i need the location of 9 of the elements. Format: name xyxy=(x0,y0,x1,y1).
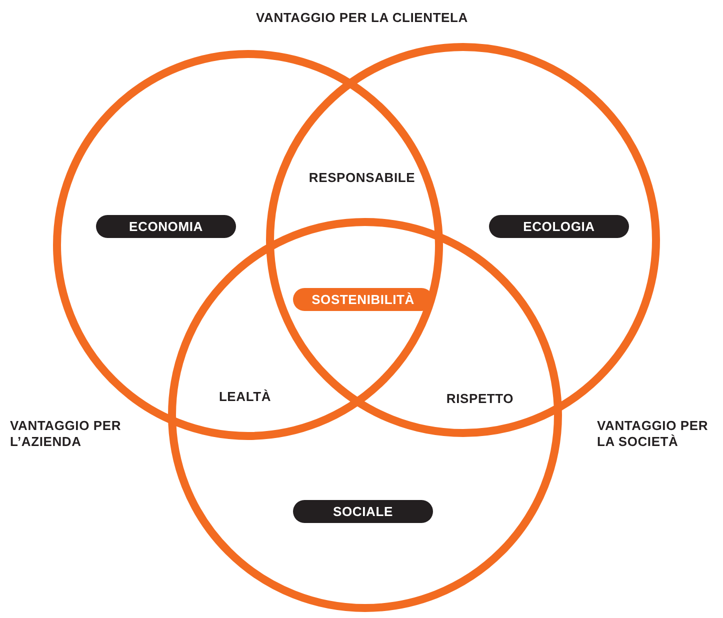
category-label: SOCIALE xyxy=(293,500,433,523)
overlap-label: RISPETTO xyxy=(445,391,515,407)
circle-heading: VANTAGGIO PER LA CLIENTELA xyxy=(255,10,469,26)
category-label: ECONOMIA xyxy=(96,215,236,238)
overlap-label: LEALTÀ xyxy=(218,389,272,405)
circle-heading: VANTAGGIO PER LA SOCIETÀ xyxy=(597,418,710,450)
overlap-label: RESPONSABILE xyxy=(308,170,416,186)
circle-heading: VANTAGGIO PER L’AZIENDA xyxy=(10,418,122,450)
category-label: ECOLOGIA xyxy=(489,215,629,238)
